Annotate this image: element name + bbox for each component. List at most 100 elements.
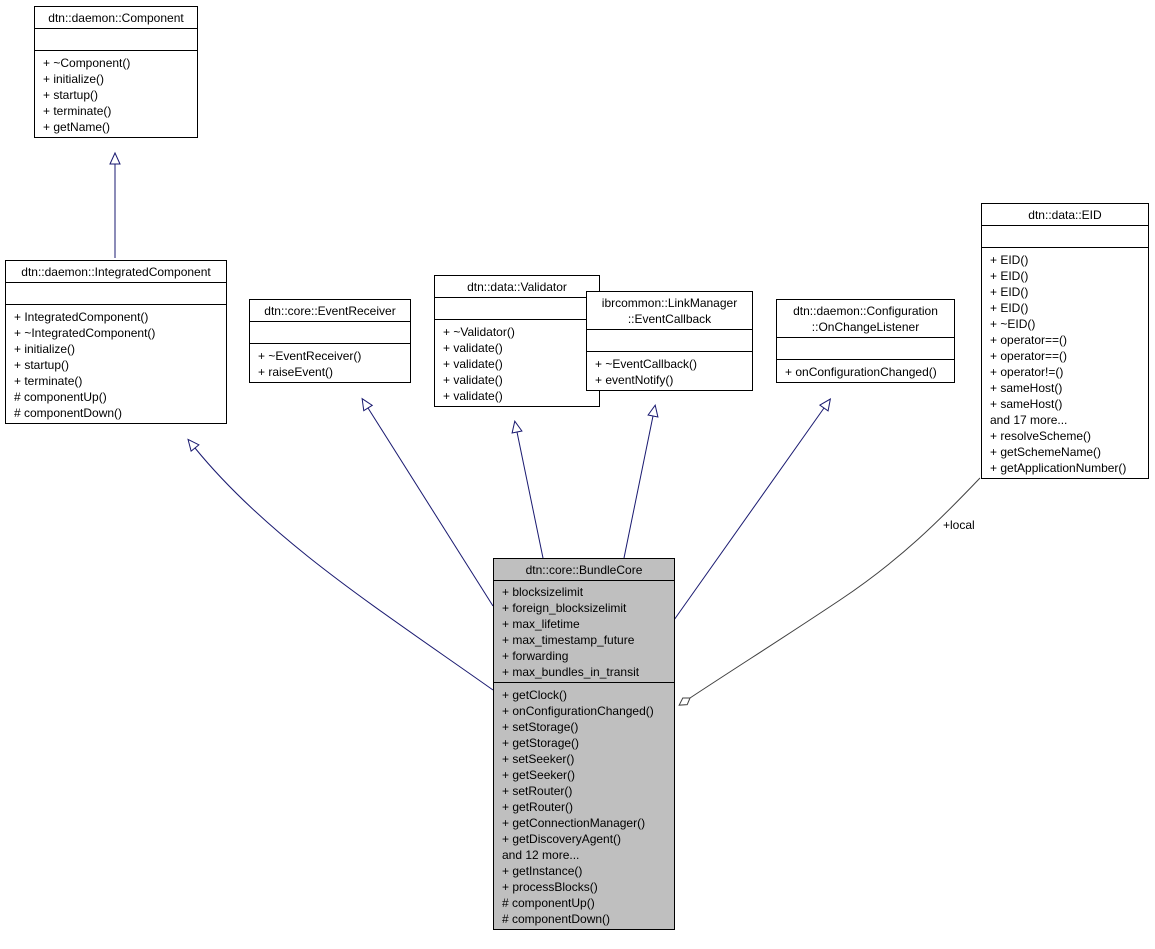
operation: + EID() (990, 269, 1029, 283)
operation: + eventNotify() (595, 373, 674, 387)
class-name-line: dtn::daemon::Configuration (793, 304, 938, 318)
operation: + getSchemeName() (990, 445, 1102, 459)
operation: + getClock() (502, 688, 568, 702)
class-operations: + EID() + EID() + EID() + EID() + ~EID()… (982, 248, 1148, 478)
class-name: dtn::core::BundleCore (494, 559, 674, 581)
class-attributes (435, 298, 599, 320)
class-operations: + getClock() + onConfigurationChanged() … (494, 683, 674, 929)
operation: + getInstance() (502, 864, 583, 878)
operation: + getStorage() (502, 736, 580, 750)
operation: + sameHost() (990, 397, 1063, 411)
operation: + setStorage() (502, 720, 579, 734)
class-operations: + ~EventCallback() + eventNotify() (587, 352, 752, 390)
operation: + terminate() (14, 374, 83, 388)
edge-bundlecore-to-eventreceiver (361, 397, 494, 607)
class-name: dtn::daemon::IntegratedComponent (6, 261, 226, 283)
class-operations: + onConfigurationChanged() (777, 360, 954, 382)
operation: # componentUp() (14, 390, 107, 404)
attribute: + blocksizelimit (502, 585, 584, 599)
operation: + ~EventReceiver() (258, 349, 362, 363)
operation: + onConfigurationChanged() (502, 704, 654, 718)
class-attributes: + blocksizelimit + foreign_blocksizelimi… (494, 581, 674, 683)
class-operations: + ~EventReceiver() + raiseEvent() (250, 344, 410, 382)
operation: + getName() (43, 120, 111, 134)
operation: + validate() (443, 389, 503, 403)
class-validator: dtn::data::Validator + ~Validator() + va… (434, 275, 600, 407)
edge-bundlecore-to-eventcallback (623, 404, 659, 559)
operation: + getApplicationNumber() (990, 461, 1127, 475)
class-attributes (777, 338, 954, 360)
operation: + operator==() (990, 333, 1068, 347)
operation: + ~IntegratedComponent() (14, 326, 156, 340)
class-attributes (587, 330, 752, 352)
operation: + initialize() (14, 342, 76, 356)
operation: + getSeeker() (502, 768, 576, 782)
class-event-callback: ibrcommon::LinkManager ::EventCallback +… (586, 291, 753, 391)
operation: + operator!=() (990, 365, 1064, 379)
operation: + EID() (990, 253, 1029, 267)
attribute: + max_bundles_in_transit (502, 665, 640, 679)
class-name-line: ibrcommon::LinkManager (601, 296, 738, 310)
operation: + ~Component() (43, 56, 131, 70)
operation: + getDiscoveryAgent() (502, 832, 622, 846)
attribute: + max_timestamp_future (502, 633, 635, 647)
operation: + ~Validator() (443, 325, 515, 339)
class-operations: + ~Validator() + validate() + validate()… (435, 320, 599, 406)
class-eid: dtn::data::EID + EID() + EID() + EID() +… (981, 203, 1149, 479)
operation: + raiseEvent() (258, 365, 334, 379)
class-component: dtn::daemon::Component + ~Component() + … (34, 6, 198, 138)
operation: + getConnectionManager() (502, 816, 646, 830)
class-attributes (6, 283, 226, 305)
attribute: + max_lifetime (502, 617, 580, 631)
class-name: dtn::core::EventReceiver (250, 300, 410, 322)
operation: + terminate() (43, 104, 112, 118)
class-operations: + ~Component() + initialize() + startup(… (35, 51, 197, 137)
class-bundle-core: dtn::core::BundleCore + blocksizelimit +… (493, 558, 675, 930)
operation: and 12 more... (502, 848, 580, 862)
class-name: dtn::data::Validator (435, 276, 599, 298)
class-attributes (250, 322, 410, 344)
class-name: dtn::data::EID (982, 204, 1148, 226)
operation: + sameHost() (990, 381, 1063, 395)
operation: + EID() (990, 301, 1029, 315)
operation: + ~EID() (990, 317, 1036, 331)
operation: and 17 more... (990, 413, 1068, 427)
operation: + setSeeker() (502, 752, 575, 766)
operation: + resolveScheme() (990, 429, 1092, 443)
operation: # componentDown() (14, 406, 123, 420)
operation: + EID() (990, 285, 1029, 299)
attribute: + foreign_blocksizelimit (502, 601, 627, 615)
operation: + processBlocks() (502, 880, 598, 894)
class-attributes (35, 29, 197, 51)
operation: + ~EventCallback() (595, 357, 698, 371)
class-attributes (982, 226, 1148, 248)
edge-bundlecore-to-integrated (187, 438, 494, 691)
class-name: dtn::daemon::Component (35, 7, 197, 29)
class-operations: + IntegratedComponent() + ~IntegratedCom… (6, 305, 226, 423)
operation: + getRouter() (502, 800, 574, 814)
operation: + onConfigurationChanged() (785, 365, 937, 379)
operation: + validate() (443, 341, 503, 355)
attribute: + forwarding (502, 649, 569, 663)
operation: + validate() (443, 357, 503, 371)
class-name-line: ::EventCallback (627, 312, 712, 326)
operation: + startup() (14, 358, 70, 372)
edge-bundlecore-to-validator (511, 420, 544, 559)
operation: + setRouter() (502, 784, 573, 798)
operation: + validate() (443, 373, 503, 387)
operation: + IntegratedComponent() (14, 310, 149, 324)
operation: + operator==() (990, 349, 1068, 363)
operation: # componentDown() (502, 912, 611, 926)
class-on-change-listener: dtn::daemon::Configuration ::OnChangeLis… (776, 299, 955, 383)
class-name: ibrcommon::LinkManager ::EventCallback (587, 292, 752, 330)
operation: + startup() (43, 88, 99, 102)
class-integrated-component: dtn::daemon::IntegratedComponent + Integ… (5, 260, 227, 424)
edge-bundlecore-to-onchange (673, 398, 832, 621)
edge-label-local: +local (943, 518, 975, 532)
operation: + initialize() (43, 72, 105, 86)
class-event-receiver: dtn::core::EventReceiver + ~EventReceive… (249, 299, 411, 383)
edge-eid-local-association (678, 477, 981, 706)
class-name-line: ::OnChangeListener (811, 320, 920, 334)
class-name: dtn::daemon::Configuration ::OnChangeLis… (777, 300, 954, 338)
